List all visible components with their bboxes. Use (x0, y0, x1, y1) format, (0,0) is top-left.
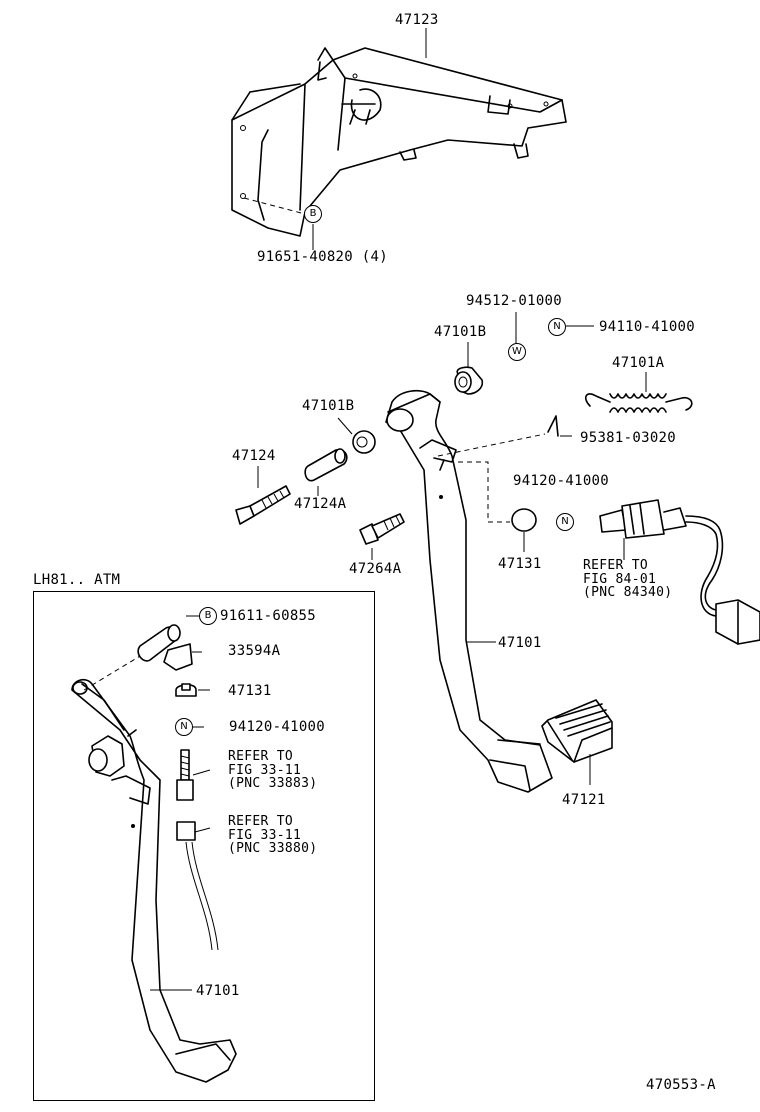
refer-switch-note: REFER TO FIG 84-01 (PNC 84340) (583, 558, 673, 601)
stopper-bolt (359, 513, 405, 560)
bushing-lower (352, 430, 376, 454)
inset-title: LH81.. ATM (33, 572, 121, 588)
bolt-symbol-icon: B (304, 205, 322, 223)
collar (304, 448, 348, 482)
refer-master-note-1: REFER TO FIG 33-11 (PNC 33883) (228, 749, 318, 792)
label-bolt: 47124 (232, 448, 276, 464)
label-cushion: 47131 (498, 556, 542, 572)
label-inset-clevis: 33594A (228, 643, 281, 659)
return-spring (584, 372, 693, 413)
label-nut-switch: 94120-41000 (513, 473, 610, 489)
washer-symbol-icon: W (508, 343, 526, 361)
inset-bolt-symbol-icon: B (199, 607, 217, 625)
nut-symbol-icon: N (548, 318, 566, 336)
figure-code: 470553-A (646, 1077, 716, 1093)
inset-frame (33, 591, 375, 1101)
pedal-bracket (231, 28, 567, 250)
label-nut-upper: 94110-41000 (599, 319, 696, 335)
stop-lamp-switch (599, 499, 760, 645)
label-inset-pin-bolt: 91611-60855 (220, 608, 317, 624)
label-bushing-lower: 47101B (302, 398, 355, 414)
bushing-upper (454, 366, 484, 395)
label-bracket: 47123 (395, 12, 439, 28)
label-collar: 47124A (294, 496, 347, 512)
label-inset-cushion: 47131 (228, 683, 272, 699)
label-stopper-bolt: 47264A (349, 561, 402, 577)
inset-nut-symbol-icon: N (175, 718, 193, 736)
nut-switch-symbol-icon: N (556, 513, 574, 531)
label-inset-pedal: 47101 (196, 983, 240, 999)
clip-pin (437, 415, 572, 523)
label-pedal: 47101 (498, 635, 542, 651)
label-pedal-pad: 47121 (562, 792, 606, 808)
pedal-pad (541, 699, 613, 785)
label-clip: 95381-03020 (580, 430, 677, 446)
refer-master-note-2: REFER TO FIG 33-11 (PNC 33880) (228, 814, 318, 857)
label-bushing-upper: 47101B (434, 324, 487, 340)
inset-atm-pedal (71, 615, 237, 1083)
label-inset-nut: 94120-41000 (229, 719, 326, 735)
label-bracket-bolt: 91651-40820 (4) (257, 249, 388, 265)
pivot-bolt (235, 485, 291, 525)
label-spring: 47101A (612, 355, 665, 371)
cushion (511, 508, 537, 552)
brake-pedal (385, 389, 553, 793)
label-washer: 94512-01000 (466, 293, 563, 309)
